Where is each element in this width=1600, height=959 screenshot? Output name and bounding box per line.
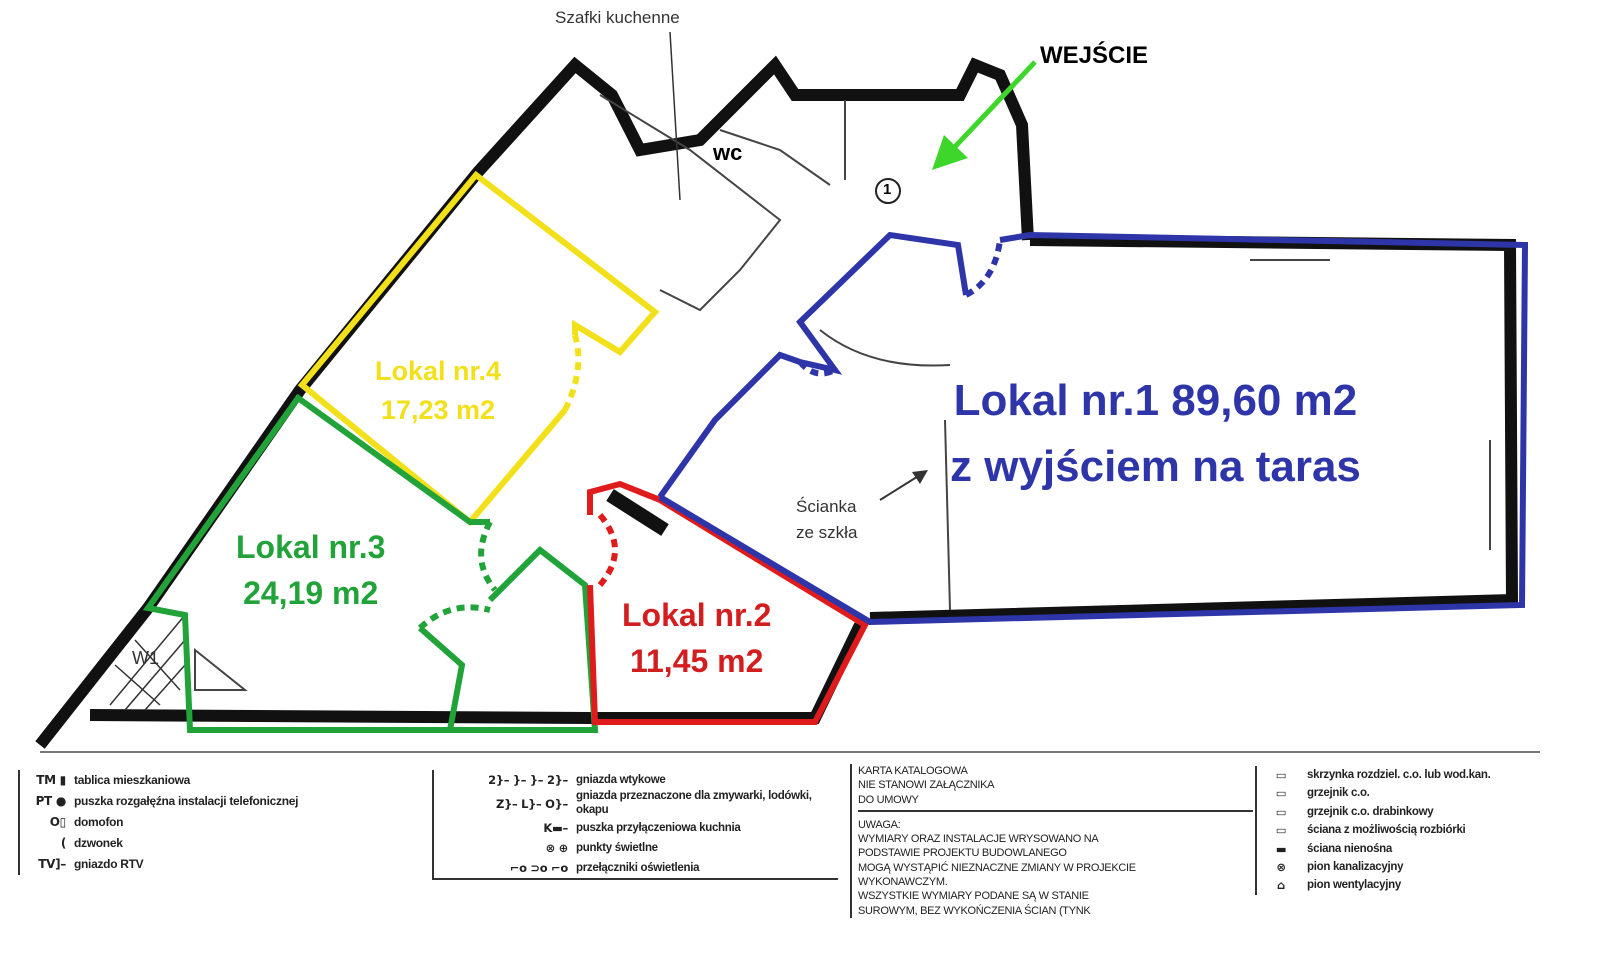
wc-label: wc [713, 140, 743, 165]
legend-text: gniazdo RTV [74, 857, 144, 871]
legend-item: Z}– L}– O}– gniazda przeznaczone dla zmyw… [438, 790, 838, 818]
note-line: MOGĄ WYSTĄPIĆ NIEZNACZNE ZMIANY W PROJEK… [858, 861, 1136, 874]
card-title-line: DO UMOWY [858, 793, 919, 806]
entrance-arrow-icon [932, 60, 1037, 170]
legend-symbol: PT ● [35, 794, 67, 808]
note-line: WYMIARY ORAZ INSTALACJE WRYSOWANO NA [858, 833, 1099, 846]
lokal-2-label: Lokal nr.2 11,45 m2 [622, 592, 771, 685]
legend-item: ▭ grzejnik c.o. drabinkowy [1263, 803, 1563, 821]
note-line: UWAGA: [858, 818, 901, 831]
legend-text: pion wentylacyjny [1307, 879, 1401, 892]
legend-item: 2}– }– }– 2}– gniazda wtykowe [438, 770, 838, 790]
legend-item: PT ● puszka rozgałęźna instalacji telefon… [26, 791, 426, 812]
note-block: UWAGA: WYMIARY ORAZ INSTALACJE WRYSOWANO… [858, 818, 1253, 918]
legend-text: skrzynka rozdziel. c.o. lub wod.kan. [1307, 769, 1491, 781]
legend-text: dzwonek [74, 836, 123, 850]
legend-text: puszka rozgałęźna instalacji telefoniczn… [74, 794, 299, 808]
legend-symbol: ⊗ [1276, 859, 1286, 874]
legend-item: TV]– gniazdo RTV [26, 854, 426, 875]
card-title-line: NIE STANOWI ZAŁĄCZNIKA [858, 779, 995, 792]
room-number: 1 [883, 181, 892, 198]
lokal-2-name: Lokal nr.2 [622, 597, 772, 633]
legend-symbol: TV]– [38, 857, 66, 871]
hatched-area [109, 614, 186, 711]
legend-item: ▭ grzejnik c.o. [1263, 784, 1563, 802]
legend-item: O▯ domofon [26, 812, 426, 833]
legend-symbol: TM ▮ [36, 773, 66, 787]
legend-symbol: 2}– }– }– 2}– [488, 773, 568, 787]
interior-lines [40, 94, 1540, 753]
legend-item: ⊗ pion kanalizacyjny [1263, 858, 1563, 876]
legend-symbol: ▭ [1275, 804, 1287, 819]
lokal-3-outline [142, 393, 599, 733]
lokal-1-terrace: z wyjściem na taras [950, 442, 1361, 491]
lokal-1-label: Lokal nr.1 89,60 m2 z wyjściem na taras [950, 368, 1361, 500]
lokal-4-area: 17,23 m2 [380, 395, 496, 426]
legend-symbol: ⌐o ⊃o ⌐o [509, 860, 569, 875]
lokal-1-name: Lokal nr.1 89,60 m2 [953, 376, 1358, 425]
legend-item: ⌂ pion wentylacyjny [1263, 876, 1563, 894]
lokal-4-label: Lokal nr.4 17,23 m2 [375, 352, 501, 430]
legend-symbol: ▭ [1275, 786, 1287, 801]
legend-text: punkty świetlne [576, 841, 658, 854]
legend-text: gniazda wtykowe [576, 774, 666, 786]
legend-text: puszka przyłączeniowa kuchnia [576, 821, 741, 834]
catalog-card-title: KARTA KATALOGOWA NIE STANOWI ZAŁĄCZNIKA … [858, 764, 1253, 812]
legend-text: gniazda przeznaczone dla zmywarki, lodów… [576, 790, 812, 816]
lokal-2-area: 11,45 m2 [629, 643, 764, 680]
glass-wall-label-line1: Ścianka [796, 497, 857, 516]
lokal-3-name: Lokal nr.3 [236, 529, 386, 565]
note-line: WSZYSTKIE WYMIARY PODANE SĄ W STANIE [858, 890, 1089, 903]
legend-text: domofon [74, 815, 124, 829]
legend-item: ▬ ściana nienośna [1263, 840, 1563, 858]
lokal-4-outline [297, 170, 660, 527]
lokal-3-area: 24,19 m2 [243, 575, 379, 612]
lokal-2-outline [587, 480, 869, 725]
window-label: W1 [132, 648, 159, 668]
legend-text: tablica mieszkaniowa [74, 773, 191, 787]
legend-text: ściana z możliwością rozbiórki [1307, 824, 1466, 837]
legend-symbol: ▭ [1275, 768, 1287, 782]
legend-symbol: K▬– [543, 820, 568, 835]
legend-symbol: ⊗ ⊕ [545, 840, 569, 855]
entrance-label: WEJŚCIE [1040, 42, 1149, 69]
legend-column-2: 2}– }– }– 2}– gniazda wtykowe Z}– L}– O}–… [432, 770, 838, 881]
legend-text: pion kanalizacyjny [1307, 860, 1404, 873]
note-line: SUROWYM, BEZ WYKOŃCZENIA ŚCIAN (TYNK [858, 904, 1091, 917]
note-line: WYKONAWCZYM. [858, 876, 948, 889]
legend-item: ▭ skrzynka rozdziel. c.o. lub wod.kan. [1263, 766, 1563, 784]
legend-item: ⊗ ⊕ punkty świetlne [438, 838, 838, 858]
kitchen-cabinets-label: Szafki kuchenne [555, 8, 680, 27]
legend-column-4: ▭ skrzynka rozdziel. c.o. lub wod.kan. ▭ g… [1255, 766, 1563, 895]
legend-symbol: ⌂ [1277, 878, 1285, 893]
legend-item: K▬– puszka przyłączeniowa kuchnia [438, 818, 838, 838]
kitchen-pointer [669, 31, 681, 201]
legend-text: przełączniki oświetlenia [576, 861, 700, 874]
legend-symbol: ▭ [1275, 823, 1287, 838]
legend-symbol: O▯ [49, 815, 67, 829]
glass-wall-label-line2: ze szkła [796, 522, 858, 542]
legend-symbol: Z}– L}– O}– [496, 796, 568, 811]
legend-item: TM ▮ tablica mieszkaniowa [26, 770, 426, 791]
legend-item: ▭ ściana z możliwością rozbiórki [1263, 821, 1563, 839]
legend-column-1: TM ▮ tablica mieszkaniowa PT ● puszka rozg… [18, 770, 426, 875]
room-number-circle [875, 178, 901, 204]
card-title-line: KARTA KATALOGOWA [858, 765, 968, 777]
legend-symbol: ▬ [1275, 841, 1287, 856]
legend-item: ⌐o ⊃o ⌐o przełączniki oświetlenia [438, 858, 838, 878]
legend-text: ściana nienośna [1307, 842, 1392, 855]
note-line: PODSTAWIE PROJEKTU BUDOWLANEGO [858, 847, 1067, 860]
legend-text: grzejnik c.o. drabinkowy [1307, 805, 1434, 818]
lokal-4-name: Lokal nr.4 [375, 356, 502, 386]
legend-item: ( dzwonek [26, 833, 426, 854]
legend-text: grzejnik c.o. [1307, 787, 1370, 800]
lokal-3-label: Lokal nr.3 24,19 m2 [236, 524, 385, 617]
legend-symbol: ( [60, 836, 66, 850]
lokal-1-outline [657, 231, 969, 499]
glass-wall-pointer-icon [879, 470, 928, 501]
legend-card-info: KARTA KATALOGOWA NIE STANOWI ZAŁĄCZNIKA … [850, 764, 1253, 918]
glass-wall-label: Ścianka ze szkła [796, 494, 857, 545]
